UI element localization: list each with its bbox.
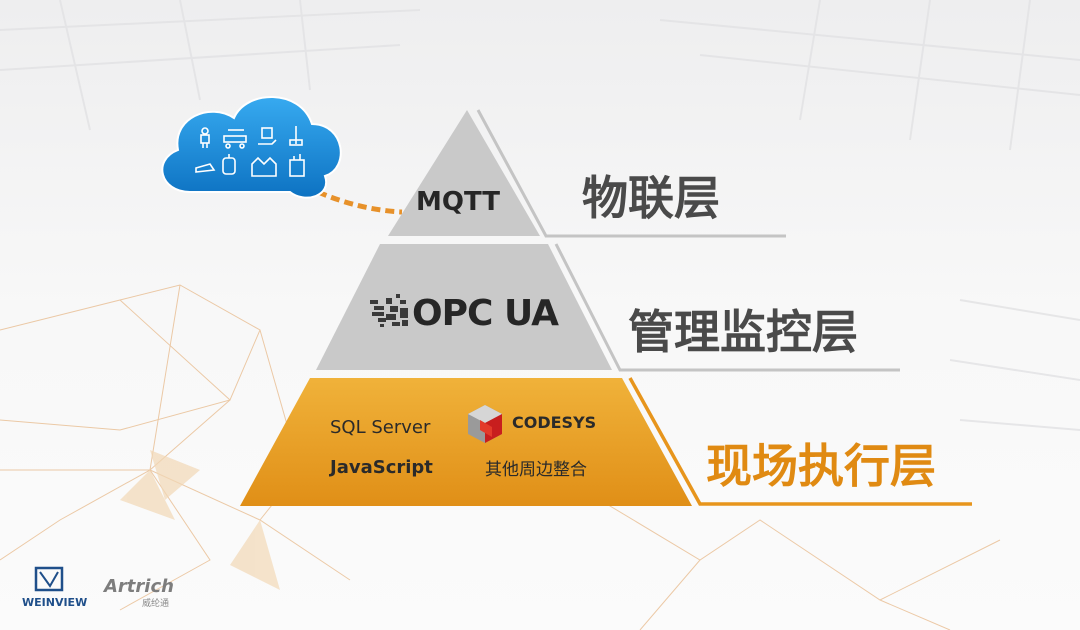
layer-label-management: 管理监控层 xyxy=(628,305,858,359)
scale-icon xyxy=(289,126,303,146)
box-hand-icon xyxy=(258,127,277,145)
building-icon xyxy=(289,154,305,177)
pyramid-middle-layer xyxy=(316,244,612,370)
cloud-icon xyxy=(161,96,342,199)
network-shapes xyxy=(120,450,280,590)
layer-label-field: 现场执行层 xyxy=(706,439,936,493)
weinview-logo: WEINVIEW xyxy=(22,566,87,609)
cloud-connector-line xyxy=(317,189,403,215)
robot-icon xyxy=(200,127,210,148)
artrich-label: Artrich xyxy=(102,576,174,597)
javascript-label: JavaScript xyxy=(328,457,433,478)
hand-gear-icon xyxy=(222,154,236,175)
background-structure xyxy=(0,0,1080,431)
pyramid-top-layer xyxy=(388,110,540,236)
layer-label-iot: 物联层 xyxy=(582,171,720,225)
codesys-cube-icon xyxy=(468,405,502,443)
sql-server-label: SQL Server xyxy=(330,417,431,438)
mqtt-label: MQTT xyxy=(416,187,500,217)
artrich-cn-label: 威纶通 xyxy=(142,597,169,609)
opc-pixel-mark xyxy=(370,294,408,327)
vehicle-icon xyxy=(195,163,216,173)
opc-ua-logo: OPC UA xyxy=(370,293,560,334)
integration-label: 其他周边整合 xyxy=(485,460,587,480)
opc-ua-label: OPC UA xyxy=(412,293,559,334)
codesys-label: CODESYS xyxy=(512,413,596,432)
artrich-logo: Artrich 威纶通 xyxy=(102,576,174,609)
network-lines xyxy=(0,284,1001,630)
pyramid-side-lines xyxy=(476,109,972,506)
pyramid-bottom-layer xyxy=(240,378,692,506)
weinview-label: WEINVIEW xyxy=(22,596,87,609)
factory-icon xyxy=(251,156,277,177)
conveyor-icon xyxy=(223,129,247,149)
